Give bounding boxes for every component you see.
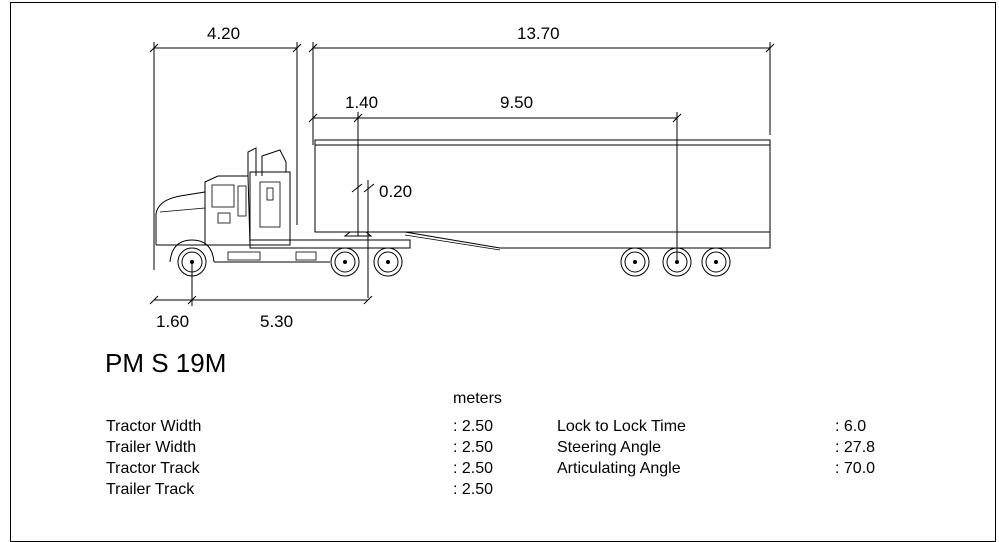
tractor-front-wheel (177, 247, 207, 277)
dim-overall-length: 13.70 (308, 24, 775, 145)
spec-label: Tractor Track (106, 460, 201, 477)
spec-label: Trailer Track (106, 481, 195, 498)
dim-label-tractor-length: 4.20 (207, 24, 240, 43)
dim-label-tractor-wheelbase: 5.30 (260, 312, 293, 331)
tractor-drive-wheel-1 (330, 247, 360, 277)
spec-value: : 6.0 (835, 418, 866, 435)
spec-value: : 2.50 (453, 481, 493, 498)
spec-label: Tractor Width (106, 418, 201, 435)
dim-tractor-length: 4.20 (149, 24, 302, 270)
spec-label: Articulating Angle (557, 460, 681, 477)
spec-label: Steering Angle (557, 439, 661, 456)
trailer-wheels (620, 247, 731, 277)
vehicle-name: PM S 19M (105, 348, 226, 378)
spec-value: : 70.0 (835, 460, 875, 477)
tractor-body (155, 147, 411, 263)
specs-left: Tractor Width : 2.50 Trailer Width : 2.5… (106, 418, 493, 498)
dim-fifth-wheel-offset: 0.20 (351, 180, 412, 298)
truck-diagram: 4.20 13.70 1.40 9.50 0.20 1.60 5.30 (105, 24, 875, 498)
units-label: meters (453, 390, 502, 407)
dim-label-trailer-wheelbase: 9.50 (500, 93, 533, 112)
specs-right: Lock to Lock Time : 6.0 Steering Angle :… (557, 418, 875, 477)
dim-label-tractor-front-overhang: 1.60 (156, 312, 189, 331)
dim-trailer-overhang-wheelbase: 1.40 9.50 (308, 93, 682, 262)
spec-value: : 27.8 (835, 439, 875, 456)
spec-value: : 2.50 (453, 418, 493, 435)
dim-label-front-overhang: 1.40 (345, 93, 378, 112)
trailer-wheel-2 (662, 247, 692, 277)
tractor-drive-wheel-2 (373, 247, 403, 277)
spec-label: Lock to Lock Time (557, 418, 686, 435)
trailer-wheel-3 (701, 247, 731, 277)
spec-label: Trailer Width (106, 439, 196, 456)
drawing-frame (10, 2, 996, 542)
dim-label-overall-length: 13.70 (517, 24, 560, 43)
tractor-wheels (177, 247, 403, 277)
spec-value: : 2.50 (453, 460, 493, 477)
spec-value: : 2.50 (453, 439, 493, 456)
dim-label-fifth-wheel-offset: 0.20 (379, 182, 412, 201)
dim-tractor-bottom: 1.60 5.30 (149, 262, 373, 331)
trailer-wheel-1 (620, 247, 650, 277)
